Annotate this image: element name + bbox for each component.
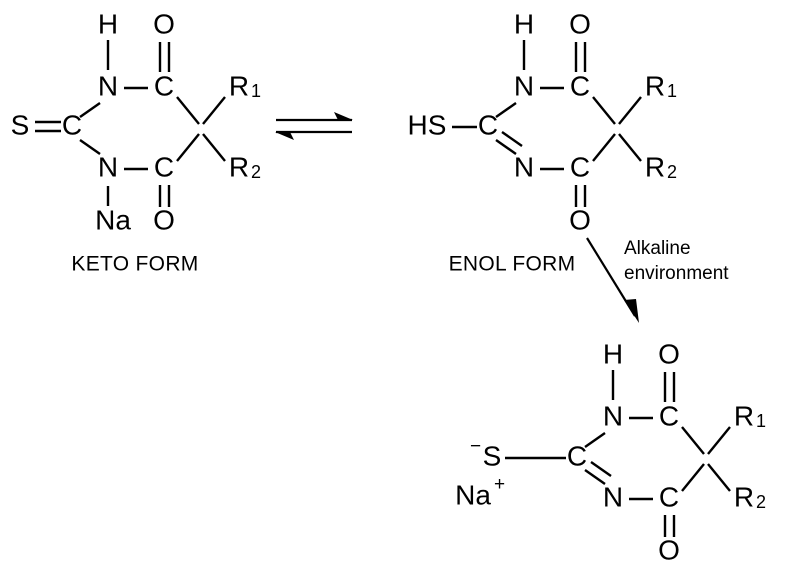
keto-atom-r2-sub: 2 (251, 162, 261, 182)
enol-bond-cq-r2 (618, 133, 642, 162)
keto-atom-c-top: C (154, 70, 174, 101)
equilibrium-arrow-forward-head (334, 112, 353, 120)
keto-bonds (35, 40, 226, 207)
keto-atom-r1-sub: 1 (251, 81, 261, 101)
enol-bond-ntop-cleft (495, 102, 517, 118)
enol-atom-h: H (514, 8, 534, 39)
bond-cq-r1 (202, 96, 226, 125)
alkaline-condition-line1: Alkaline (624, 238, 691, 259)
anion-atom-h: H (603, 338, 623, 369)
alkaline-arrow-head (624, 299, 639, 323)
anion-atom-n-top: N (603, 400, 623, 431)
anion-atom-s: S (483, 440, 502, 471)
anion-atom-c-left: C (567, 440, 587, 471)
keto-atom-r2-base: R (229, 151, 249, 182)
keto-atom-n-bottom: N (98, 151, 118, 182)
anion-atom-na-base: Na (455, 479, 491, 510)
enol-atom-c-top: C (570, 70, 590, 101)
enol-atom-r2-base: R (645, 151, 665, 182)
keto-atom-o-top: O (153, 8, 175, 39)
enol-atom-r1-sub: 1 (667, 81, 677, 101)
enol-atom-n-bottom: N (514, 151, 534, 182)
enol-atom-r1-base: R (645, 70, 665, 101)
enol-bond-cleft-nbottom-a (495, 139, 517, 155)
bond-cq-r2 (202, 133, 226, 162)
anion-bond-cleft-nbottom-a (584, 469, 606, 485)
enol-bond-ctop-cq (592, 96, 616, 125)
bond-ctop-cq (176, 96, 200, 125)
anion-atom-o-bottom: O (658, 534, 680, 565)
keto-atom-o-bottom: O (153, 204, 175, 235)
enol-form-structure: H O N C HS C N C O R 1 R 2 ENOL FORM (408, 8, 677, 275)
keto-form-label: KETO FORM (71, 253, 198, 276)
keto-form-structure: H O N C S C N C Na O R 1 R 2 KETO FORM (11, 8, 261, 275)
anion-structure: H O N C − S Na + C N C O R 1 R (455, 338, 766, 565)
bond-cleft-nbottom (79, 139, 101, 155)
anion-atom-n-bottom: N (603, 481, 623, 512)
keto-atom-n-top: N (98, 70, 118, 101)
keto-atom-na: Na (95, 204, 131, 235)
anion-group-r1: R 1 (734, 400, 766, 431)
anion-atom-r2-sub: 2 (756, 492, 766, 512)
enol-atom-c-left: C (478, 109, 498, 140)
anion-atom-r1-sub: 1 (756, 411, 766, 431)
anion-atom-r2-base: R (734, 481, 754, 512)
equilibrium-arrow (275, 112, 353, 140)
anion-atom-c-top: C (659, 400, 679, 431)
alkaline-condition-line2: environment (624, 263, 729, 284)
equilibrium-arrow-reverse-head (275, 132, 294, 140)
anion-bond-ctop-cq (681, 426, 705, 455)
anion-atom-s-charge: − (470, 436, 481, 457)
enol-atom-o-bottom: O (569, 204, 591, 235)
alkaline-reaction-arrow (586, 237, 639, 323)
bond-cq-cbottom (176, 133, 200, 162)
enol-bond-cq-r1 (618, 96, 642, 125)
anion-group-thiolate: − S (470, 436, 501, 471)
keto-group-r2: R 2 (229, 151, 261, 182)
anion-atom-r1-base: R (734, 400, 754, 431)
enol-atom-r2-sub: 2 (667, 162, 677, 182)
anion-bond-cq-r2 (707, 463, 731, 492)
anion-bond-ntop-cleft (584, 432, 606, 448)
anion-bonds (505, 370, 731, 537)
anion-atom-c-bottom: C (659, 481, 679, 512)
anion-group-sodium-cation: Na + (455, 474, 505, 510)
anion-group-r2: R 2 (734, 481, 766, 512)
keto-atom-c-bottom: C (154, 151, 174, 182)
anion-atom-na-charge: + (494, 474, 505, 495)
anion-atom-o-top: O (658, 338, 680, 369)
keto-atom-s: S (11, 109, 30, 140)
keto-atom-h: H (98, 8, 118, 39)
enol-bonds (452, 40, 642, 207)
enol-form-label: ENOL FORM (449, 253, 576, 276)
keto-atom-c-left: C (62, 109, 82, 140)
enol-atom-n-top: N (514, 70, 534, 101)
enol-group-r1: R 1 (645, 70, 677, 101)
keto-group-r1: R 1 (229, 70, 261, 101)
bond-ntop-cleft (79, 102, 101, 118)
enol-group-r2: R 2 (645, 151, 677, 182)
anion-bond-cq-cbottom (681, 463, 705, 492)
enol-atom-c-bottom: C (570, 151, 590, 182)
enol-atom-o-top: O (569, 8, 591, 39)
enol-bond-cq-cbottom (592, 133, 616, 162)
enol-bond-cleft-nbottom-b (501, 131, 523, 147)
keto-atom-r1-base: R (229, 70, 249, 101)
anion-bond-cleft-nbottom-b (590, 461, 612, 477)
anion-bond-cq-r1 (707, 426, 731, 455)
enol-atom-hs: HS (408, 109, 447, 140)
